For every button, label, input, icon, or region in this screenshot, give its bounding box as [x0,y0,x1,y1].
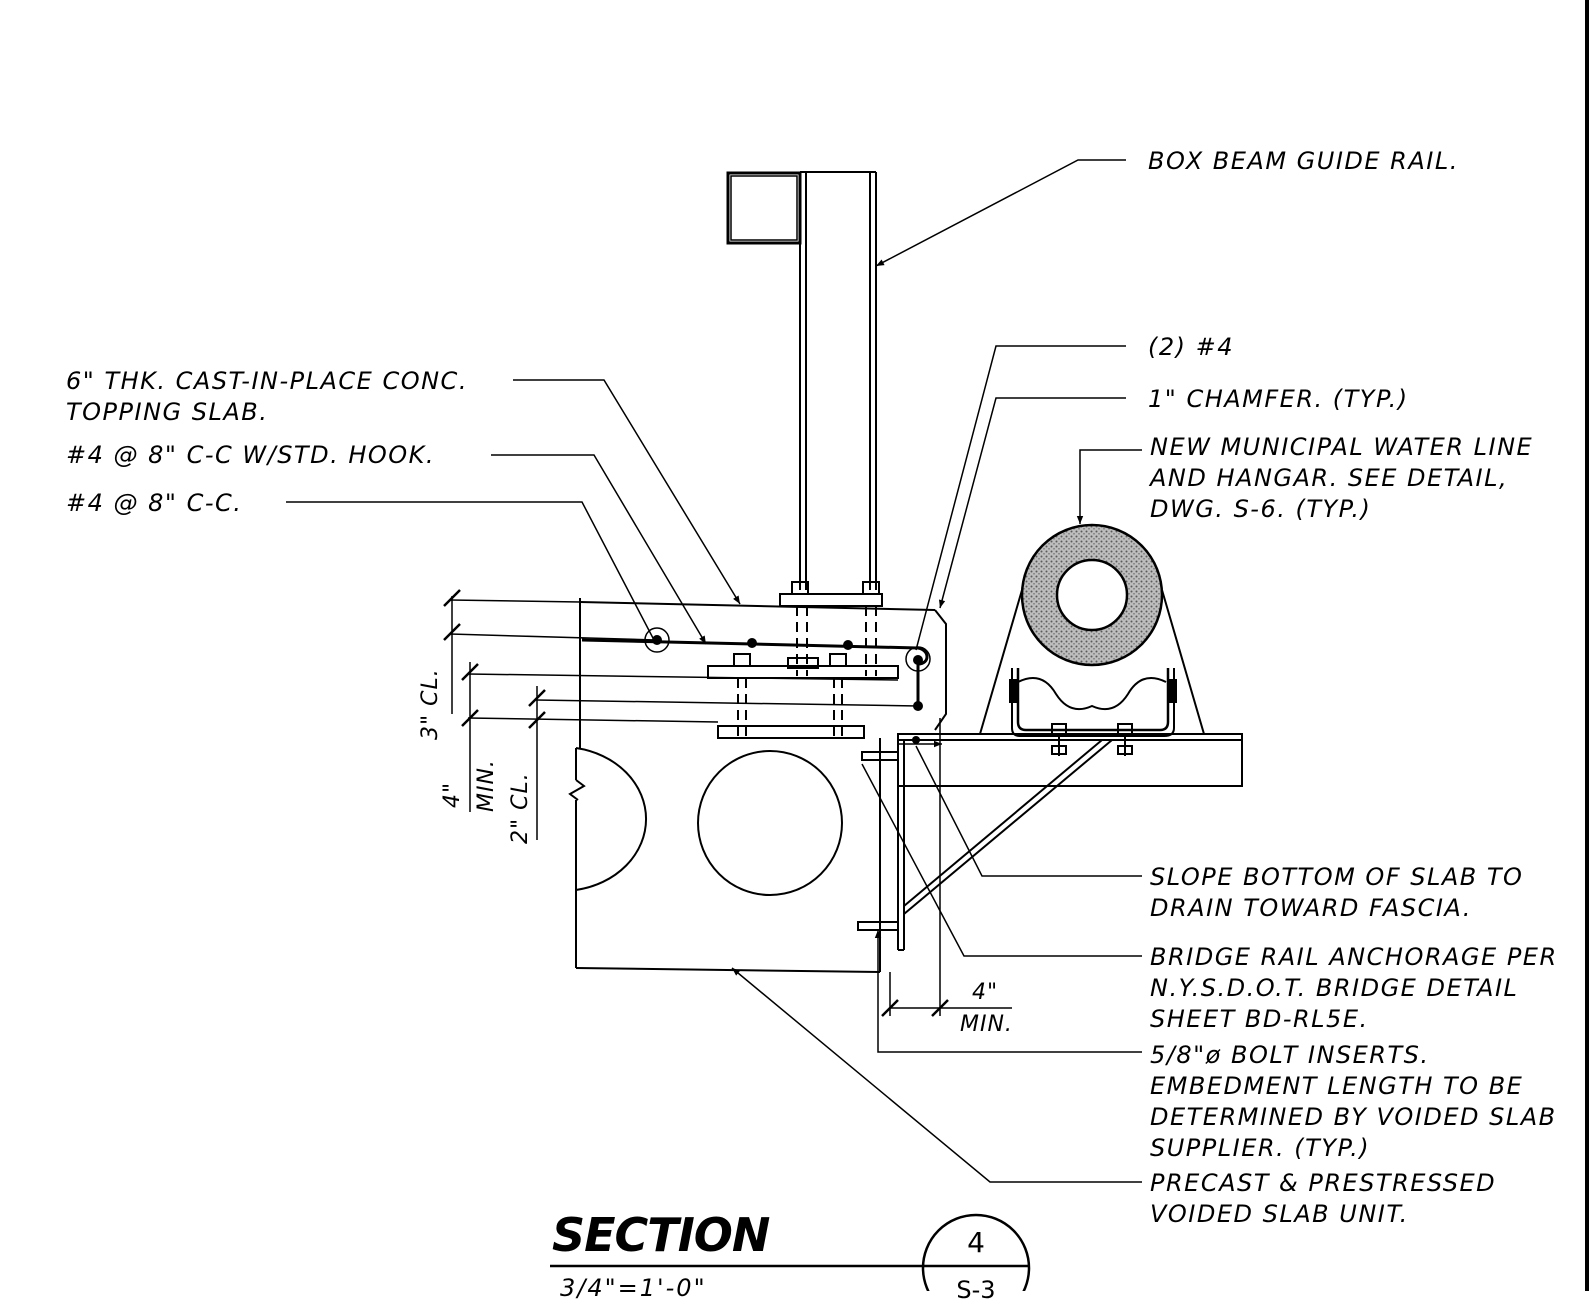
note-hook-bars: #4 @ 8" C-C W/STD. HOOK. [66,441,436,469]
section-number: 4 [967,1226,985,1259]
voided-slab-unit [568,738,881,973]
anchor-plates [707,653,899,739]
sheet-reference: S-3 [956,1276,996,1304]
note-slope: SLOPE BOTTOM OF SLAB TO DRAIN TOWARD FAS… [1150,863,1524,922]
note-bars: #4 @ 8" C-C. [66,489,243,517]
note-box-beam: BOX BEAM GUIDE RAIL. [1148,147,1459,175]
dim-bottom-4in: 4" [972,980,999,1005]
note-bolt-inserts: 5/8"ø BOLT INSERTS. EMBEDMENT LENGTH TO … [1150,1041,1557,1162]
section-scale: 3/4"=1'-0" [560,1274,707,1302]
section-title-block [550,1213,1031,1291]
note-precast: PRECAST & PRESTRESSED VOIDED SLAB UNIT. [1150,1169,1497,1228]
water-pipe [979,523,1205,756]
dim-3in-cl: 3" CL. [418,668,443,740]
note-water-line: NEW MUNICIPAL WATER LINE AND HANGAR. SEE… [1150,433,1534,523]
rebar [652,635,923,744]
dim-4in: 4" [440,781,465,808]
note-chamfer: 1" CHAMFER. (TYP.) [1148,385,1409,413]
hangar-bracket [857,733,1243,951]
leaders [286,159,1142,1183]
dim-2in-cl: 2" CL. [508,772,533,844]
note-two-no4: (2) #4 [1148,333,1235,361]
note-anchorage: BRIDGE RAIL ANCHORAGE PER N.Y.S.D.O.T. B… [1150,943,1558,1033]
dim-4in-min: MIN. [474,759,499,812]
box-beam-guide-rail [726,171,883,676]
dimension-lines [443,589,1012,1017]
section-title: SECTION [552,1208,770,1262]
note-topping-slab: 6" THK. CAST-IN-PLACE CONC. TOPPING SLAB… [66,367,468,426]
dim-bottom-min: MIN. [960,1012,1013,1037]
